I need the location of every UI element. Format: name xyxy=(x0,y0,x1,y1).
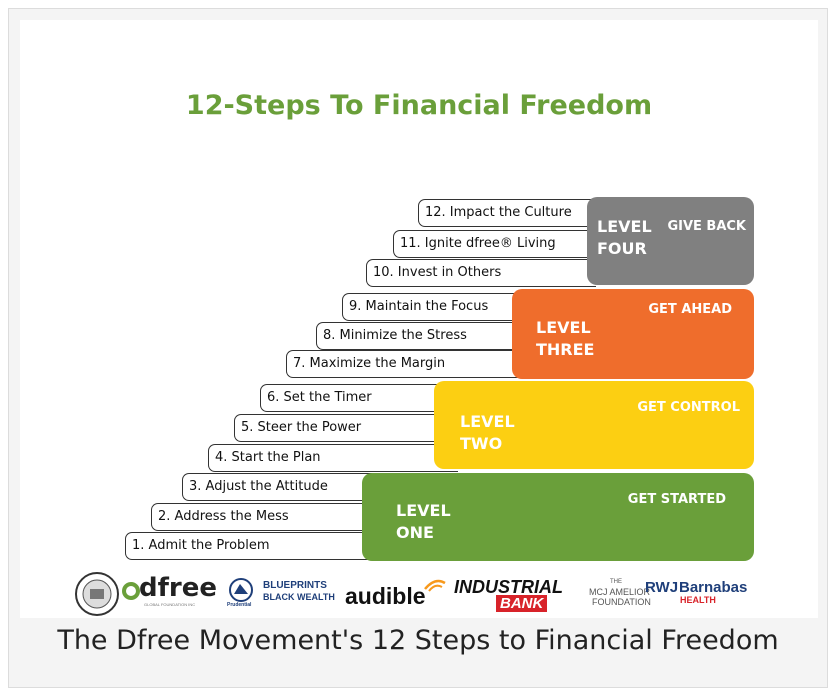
step-4: 4. Start the Plan xyxy=(208,444,458,472)
step-11: 11. Ignite dfree® Living xyxy=(393,230,593,258)
step-7: 7. Maximize the Margin xyxy=(286,350,536,378)
audible-logo: audible xyxy=(345,583,426,609)
level-three-line1: LEVEL xyxy=(536,318,591,337)
step-6: 6. Set the Timer xyxy=(260,384,460,412)
step-8: 8. Minimize the Stress xyxy=(316,322,536,350)
dfree-leaf-icon xyxy=(122,582,140,600)
level-three-tag: GET AHEAD xyxy=(648,302,732,317)
level-four-line1: LEVEL xyxy=(597,217,652,236)
prudential-label: Prudential xyxy=(227,602,252,608)
blueprints-logo-line1: BLUEPRINTS xyxy=(263,580,327,591)
rwj-barnabas-logo-health: HEALTH xyxy=(680,595,716,605)
industrial-bank-logo-line2: BANK xyxy=(496,595,548,612)
infographic-title: 12-Steps To Financial Freedom xyxy=(185,90,653,121)
mcj-amelior-logo-line3: FOUNDATION xyxy=(592,597,651,607)
audible-waves-icon xyxy=(424,579,446,592)
city-of-newark-seal-icon xyxy=(75,572,119,616)
mcj-amelior-logo-line2: MCJ AMELIOR xyxy=(589,587,651,597)
level-two-line2: TWO xyxy=(460,434,503,453)
level-two-line1: LEVEL xyxy=(460,412,515,431)
step-3: 3. Adjust the Attitude xyxy=(182,473,391,501)
level-four-block: LEVEL FOUR GIVE BACK xyxy=(587,197,754,285)
step-2: 2. Address the Mess xyxy=(151,503,391,531)
image-caption: The Dfree Movement's 12 Steps to Financi… xyxy=(57,625,779,656)
industrial-bank-logo-line1: INDUSTRIAL xyxy=(454,577,563,597)
level-two-block: LEVEL TWO GET CONTROL xyxy=(434,381,754,469)
rwj-barnabas-logo-barnabas: Barnabas xyxy=(679,579,748,596)
rwj-barnabas-logo-rwj: RWJ xyxy=(645,579,679,596)
blueprints-logo-line2: BLACK WEALTH xyxy=(263,592,335,602)
step-12: 12. Impact the Culture xyxy=(418,199,598,227)
level-four-line2: FOUR xyxy=(597,239,647,258)
infographic-image: 12-Steps To Financial Freedom 1. Admit t… xyxy=(20,20,818,618)
step-5: 5. Steer the Power xyxy=(234,414,454,442)
dfree-logo: dfree xyxy=(139,573,218,603)
step-1: 1. Admit the Problem xyxy=(125,532,385,560)
sponsor-logos: dfree GLOBAL FOUNDATION INC Prudential B… xyxy=(20,572,818,616)
level-one-block: LEVEL ONE GET STARTED xyxy=(362,473,754,561)
level-two-tag: GET CONTROL xyxy=(637,400,740,415)
step-9: 9. Maintain the Focus xyxy=(342,293,542,321)
level-one-line1: LEVEL xyxy=(396,501,451,520)
level-four-tag: GIVE BACK xyxy=(667,219,746,234)
level-three-line2: THREE xyxy=(536,340,595,359)
prudential-rock-icon xyxy=(229,578,253,602)
level-three-block: LEVEL THREE GET AHEAD xyxy=(512,289,754,379)
dfree-logo-sub: GLOBAL FOUNDATION INC xyxy=(144,602,196,607)
mcj-amelior-logo-line1: THE xyxy=(610,579,622,585)
level-one-line2: ONE xyxy=(396,523,434,542)
level-one-tag: GET STARTED xyxy=(627,492,726,507)
step-10: 10. Invest in Others xyxy=(366,259,596,287)
